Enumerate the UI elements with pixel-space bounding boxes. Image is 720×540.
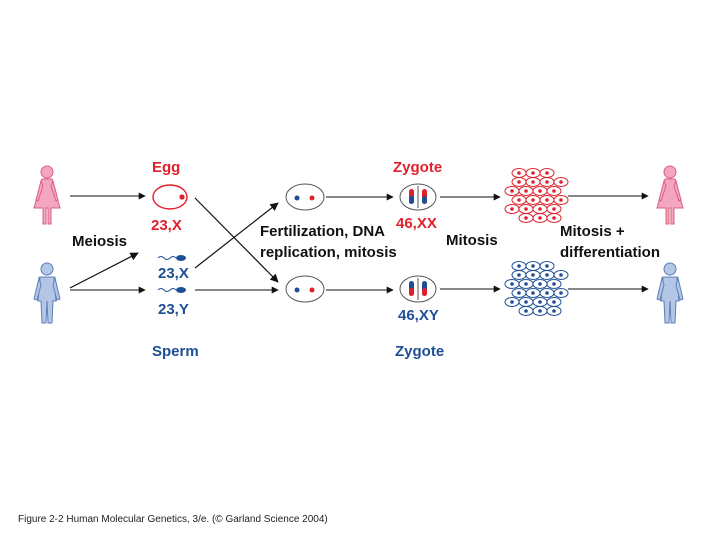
cluster-cell-nucleus (538, 216, 542, 220)
cluster-cell-nucleus (531, 198, 535, 202)
mitosis-differentiation-label-line2: differentiation (560, 244, 660, 261)
sperm-label: Sperm (152, 343, 199, 360)
cluster-cell-nucleus (524, 309, 528, 313)
zygote-bottom-label: Zygote (395, 343, 444, 360)
cluster-cell-nucleus (545, 291, 549, 295)
cluster-cell-nucleus (559, 291, 563, 295)
cluster-cell-nucleus (531, 291, 535, 295)
male-figure-icon (656, 262, 684, 324)
cluster-cell-nucleus (559, 273, 563, 277)
cluster-cell-nucleus (517, 291, 521, 295)
meiosis-label: Meiosis (72, 233, 127, 250)
figure-caption: Figure 2-2 Human Molecular Genetics, 3/e… (18, 514, 328, 525)
cluster-cell-nucleus (517, 171, 521, 175)
cluster-cell-nucleus (552, 300, 556, 304)
cluster-cell-nucleus (531, 273, 535, 277)
arrow-sperm-to-top (194, 202, 279, 269)
cluster-cell-nucleus (524, 300, 528, 304)
cluster-cell-nucleus (524, 216, 528, 220)
sperm-x-label: 23,X (158, 265, 189, 282)
cluster-cell-nucleus (531, 264, 535, 268)
cluster-cell-nucleus (524, 207, 528, 211)
cluster-cell-nucleus (559, 180, 563, 184)
zygote-top-label: Zygote (393, 159, 442, 176)
cluster-cell-nucleus (517, 198, 521, 202)
cell-icon (285, 275, 325, 303)
zygote-xy-cell-icon (399, 275, 437, 303)
cluster-cell-nucleus (510, 300, 514, 304)
cluster-cell-nucleus (552, 216, 556, 220)
cluster-cell-nucleus (510, 207, 514, 211)
cluster-cell-nucleus (531, 171, 535, 175)
arrow-meiosis (69, 252, 139, 289)
cluster-cell-nucleus (552, 189, 556, 193)
cluster-cell-nucleus (545, 171, 549, 175)
cluster-cell-nucleus (538, 189, 542, 193)
egg-karyotype-label: 23,X (151, 217, 182, 234)
sperm-icon (157, 287, 186, 293)
cluster-cell-nucleus (545, 180, 549, 184)
mitosis-label: Mitosis (446, 232, 498, 249)
sperm-icon (157, 255, 186, 261)
cluster-cell-nucleus (510, 282, 514, 286)
female-figure-icon (33, 165, 61, 225)
cluster-cell-nucleus (531, 180, 535, 184)
cluster-cell-nucleus (517, 273, 521, 277)
arrow-egg-to-bottom (194, 197, 279, 283)
cluster-cell-nucleus (538, 282, 542, 286)
cluster-cell-nucleus (538, 300, 542, 304)
cluster-cell-nucleus (510, 189, 514, 193)
sperm-y-label: 23,Y (158, 301, 189, 318)
cluster-cell-nucleus (545, 198, 549, 202)
cell-cluster-icon (504, 168, 569, 223)
egg-cell-icon (152, 184, 188, 210)
cluster-cell-nucleus (552, 309, 556, 313)
cluster-cell-nucleus (524, 282, 528, 286)
cluster-cell-nucleus (559, 198, 563, 202)
cluster-cell-nucleus (517, 180, 521, 184)
cluster-cell-nucleus (524, 189, 528, 193)
cell-cluster-icon (504, 261, 569, 316)
cluster-cell-nucleus (552, 207, 556, 211)
fertilization-label-line1: Fertilization, DNA (260, 223, 385, 240)
male-figure-icon (33, 262, 61, 324)
fertilization-label-line2: replication, mitosis (260, 244, 397, 261)
zygote-xx-cell-icon (399, 183, 437, 211)
cluster-cell-nucleus (545, 273, 549, 277)
cluster-cell-nucleus (545, 264, 549, 268)
cluster-cell-nucleus (538, 207, 542, 211)
cell-icon (285, 183, 325, 211)
female-figure-icon (656, 165, 684, 225)
cluster-cell-nucleus (517, 264, 521, 268)
cluster-cell-nucleus (538, 309, 542, 313)
mitosis-differentiation-label-line1: Mitosis + (560, 223, 625, 240)
zygote-xx-label: 46,XX (396, 215, 437, 232)
egg-label: Egg (152, 159, 180, 176)
zygote-xy-label: 46,XY (398, 307, 439, 324)
cluster-cell-nucleus (552, 282, 556, 286)
